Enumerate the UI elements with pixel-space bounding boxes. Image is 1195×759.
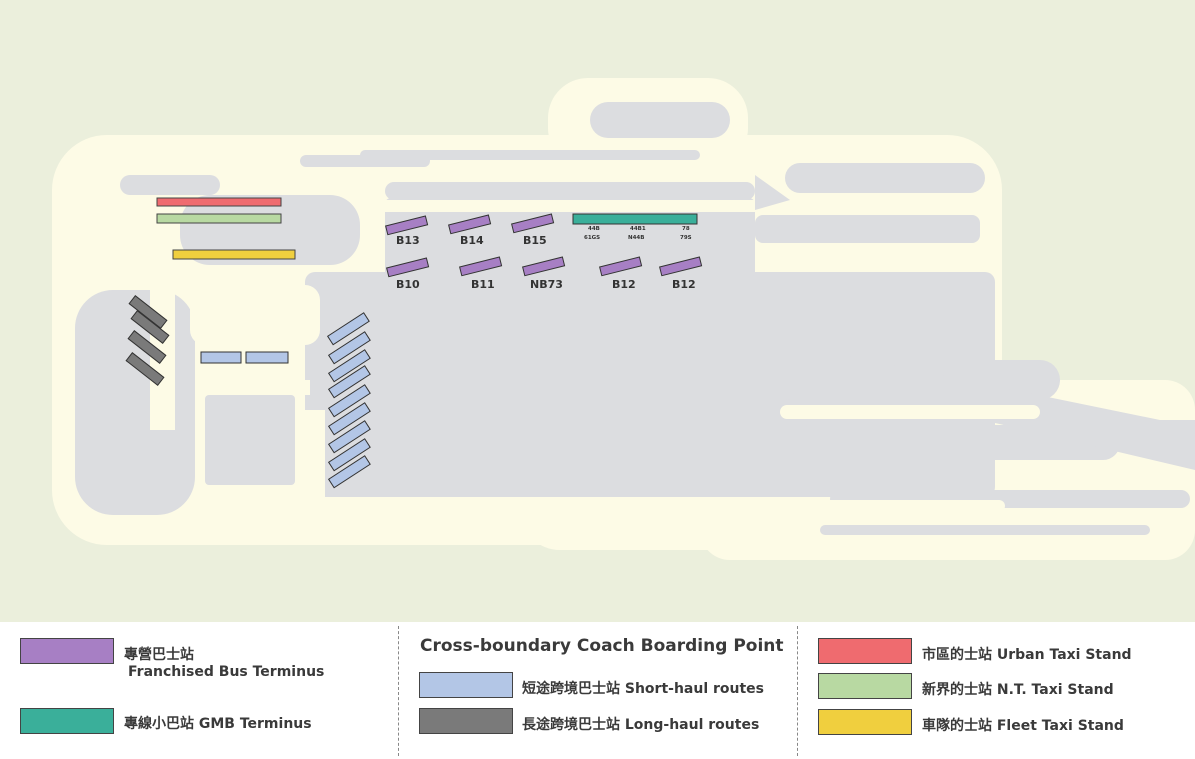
gmb-terminus [572, 213, 698, 225]
bus-bay-b10 [386, 257, 430, 278]
bus-bay-b14 [448, 214, 492, 235]
gmb-route-n44b: N44B [628, 235, 644, 241]
long-haul-bays [125, 295, 170, 386]
bus-bay-b11 [459, 256, 503, 277]
bus-bay-b15 [511, 213, 555, 234]
bay-label-b15: B15 [523, 234, 547, 247]
nt-taxi-swatch [818, 673, 912, 699]
long-haul-swatch [419, 708, 513, 734]
franchised-bus-bays-row2 [386, 256, 703, 278]
lane-markings [150, 200, 1040, 512]
fleet-taxi-stand [172, 249, 296, 260]
long-haul-bay [128, 295, 168, 329]
bay-label-b12-b: B12 [672, 278, 696, 291]
short-haul-bay [327, 349, 371, 383]
bus-bay-nb73 [522, 256, 566, 277]
gmb-route-79s: 79S [680, 235, 692, 241]
gmb-swatch [20, 708, 114, 734]
short-haul-bay [245, 351, 289, 364]
franchised-bus-swatch [20, 638, 114, 664]
short-haul-bay [327, 331, 371, 365]
gmb-label: 專線小巴站 GMB Terminus [124, 716, 312, 732]
nt-taxi-stand [156, 213, 282, 224]
gmb-route-61gs: 61GS [584, 235, 600, 241]
short-haul-bay [327, 438, 371, 472]
short-haul-bay [327, 420, 371, 454]
coach-boarding-title: Cross-boundary Coach Boarding Point [420, 636, 784, 656]
urban-taxi-label: 市區的士站 Urban Taxi Stand [922, 647, 1132, 663]
short-haul-bay [326, 312, 370, 346]
bay-label-b12-a: B12 [612, 278, 636, 291]
long-haul-bay [127, 330, 167, 364]
gmb-route-78: 78 [682, 226, 690, 232]
gmb-route-44b1: 44B1 [630, 226, 646, 232]
fleet-taxi-swatch [818, 709, 912, 735]
legend-divider-1 [398, 626, 399, 756]
fleet-taxi-label: 車隊的士站 Fleet Taxi Stand [922, 718, 1124, 734]
short-haul-bay [327, 384, 371, 418]
gmb-route-44b: 44B [588, 226, 600, 232]
long-haul-bay [125, 352, 165, 386]
short-haul-bays [200, 312, 371, 489]
bus-bay-b12-a [599, 256, 643, 277]
short-haul-swatch [419, 672, 513, 698]
bus-bay-b13 [385, 215, 429, 236]
short-haul-bay [200, 351, 242, 364]
bay-label-b14: B14 [460, 234, 484, 247]
bay-label-b13: B13 [396, 234, 420, 247]
urban-taxi-swatch [818, 638, 912, 664]
short-haul-bay [327, 365, 371, 399]
short-haul-bay [327, 402, 371, 436]
short-haul-bay [327, 455, 371, 489]
map-legend: 專營巴士站 Franchised Bus Terminus 專線小巴站 GMB … [0, 622, 1195, 759]
bus-bay-b12-b [659, 256, 703, 277]
franchised-bus-label-zh: 專營巴士站 [124, 647, 194, 663]
franchised-bus-bays-row1 [385, 213, 555, 236]
long-haul-label: 長途跨境巴士站 Long-haul routes [522, 717, 760, 733]
nt-taxi-label: 新界的士站 N.T. Taxi Stand [922, 682, 1114, 698]
short-haul-label: 短途跨境巴士站 Short-haul routes [522, 681, 765, 697]
legend-divider-2 [797, 626, 798, 756]
bay-label-b10: B10 [396, 278, 420, 291]
terminal-map: B13 B14 B15 44B 61GS 44B1 N44B 78 79S B1… [0, 0, 1195, 622]
long-haul-bay [130, 310, 170, 344]
bay-label-b11: B11 [471, 278, 495, 291]
franchised-bus-label-en: Franchised Bus Terminus [128, 664, 325, 680]
urban-taxi-stand [156, 197, 282, 207]
bay-label-nb73: NB73 [530, 278, 563, 291]
